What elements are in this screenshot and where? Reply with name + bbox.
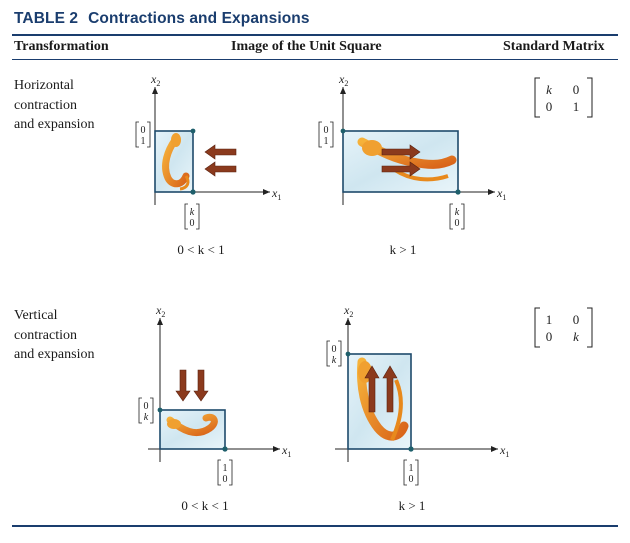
vector-ke2: 0 k (138, 397, 154, 424)
svg-text:k: k (455, 207, 460, 218)
panel-h-contraction (152, 87, 270, 205)
condition-label: k > 1 (398, 498, 426, 513)
x2-axis-label: x2 (155, 303, 165, 319)
row-label-line: and expansion (14, 347, 95, 362)
svg-text:0: 0 (409, 474, 414, 485)
axis-labels: x1 x2 x1 x2 x1 x2 x1 x2 (150, 72, 509, 459)
header-transformation: Transformation (14, 39, 109, 54)
row-label-vertical: Vertical contraction and expansion (14, 306, 124, 365)
header-matrix: Standard Matrix (503, 39, 605, 54)
svg-text:k: k (332, 355, 337, 366)
matrix-entry: 0 (546, 329, 553, 344)
vector-labels: 0 1 k 0 0 1 k 0 0 k 1 0 (135, 121, 465, 486)
vector-e2: 0 1 (318, 121, 334, 148)
vector-ke1: k 0 (449, 203, 465, 230)
condition-label: 0 < k < 1 (181, 498, 229, 513)
x2-axis-label: x2 (343, 303, 353, 319)
svg-text:1: 1 (141, 136, 146, 147)
contraction-arrows (204, 144, 237, 177)
matrix-entry: 0 (546, 99, 553, 114)
expansion-arrows (364, 365, 398, 413)
svg-text:0: 0 (332, 344, 337, 355)
header-top-rule (12, 34, 618, 36)
svg-text:1: 1 (223, 463, 228, 474)
expansion-arrows (381, 144, 421, 177)
x2-axis-label: x2 (150, 72, 160, 88)
svg-text:0: 0 (144, 401, 149, 412)
panel-h-expansion (340, 87, 495, 205)
x1-axis-label: x1 (271, 186, 281, 202)
row-label-horizontal: Horizontal contraction and expansion (14, 76, 124, 135)
vector-e1: 1 0 (403, 459, 419, 486)
x1-axis-label: x1 (496, 186, 506, 202)
matrix-horizontal: k 0 0 1 (534, 77, 593, 118)
svg-text:0: 0 (141, 125, 146, 136)
svg-text:k: k (190, 207, 195, 218)
table-bottom-rule (12, 525, 618, 527)
table-title: TABLE 2 Contractions and Expansions (14, 10, 310, 28)
vector-ke2: 0 k (326, 340, 342, 367)
row-label-line: Vertical (14, 308, 58, 323)
matrix-entry: 0 (573, 312, 580, 327)
header-bottom-rule (12, 59, 618, 60)
header-image: Image of the Unit Square (231, 39, 382, 54)
row-label-line: Horizontal (14, 78, 74, 93)
svg-text:0: 0 (455, 218, 460, 229)
svg-text:0: 0 (324, 125, 329, 136)
matrix-entry: 1 (546, 312, 553, 327)
row-label-line: and expansion (14, 117, 95, 132)
row-label-line: contraction (14, 97, 77, 113)
vector-ke1: k 0 (184, 203, 200, 230)
matrix-vertical: 1 0 0 k (534, 307, 593, 348)
svg-text:0: 0 (190, 218, 195, 229)
panel-v-contraction (148, 318, 280, 462)
matrix-entry: k (546, 82, 552, 97)
svg-text:k: k (144, 412, 149, 423)
row-label-line: contraction (14, 327, 77, 343)
x1-axis-label: x1 (281, 443, 291, 459)
matrix-entry: 1 (573, 99, 580, 114)
table-title-text: Contractions and Expansions (88, 10, 310, 27)
fish-image (162, 133, 190, 191)
svg-text:1: 1 (324, 136, 329, 147)
matrix-entry: k (573, 329, 579, 344)
panel-v-expansion (335, 318, 498, 462)
matrix-entry: 0 (573, 82, 580, 97)
vector-e1: 1 0 (217, 459, 233, 486)
contraction-arrows (175, 369, 209, 402)
fish-image (166, 413, 218, 436)
svg-text:1: 1 (409, 463, 414, 474)
x2-axis-label: x2 (338, 72, 348, 88)
svg-text:0: 0 (223, 474, 228, 485)
table-number: TABLE 2 (14, 10, 79, 27)
x1-axis-label: x1 (499, 443, 509, 459)
condition-label: 0 < k < 1 (177, 242, 225, 257)
vector-e2: 0 1 (135, 121, 151, 148)
condition-label: k > 1 (389, 242, 417, 257)
